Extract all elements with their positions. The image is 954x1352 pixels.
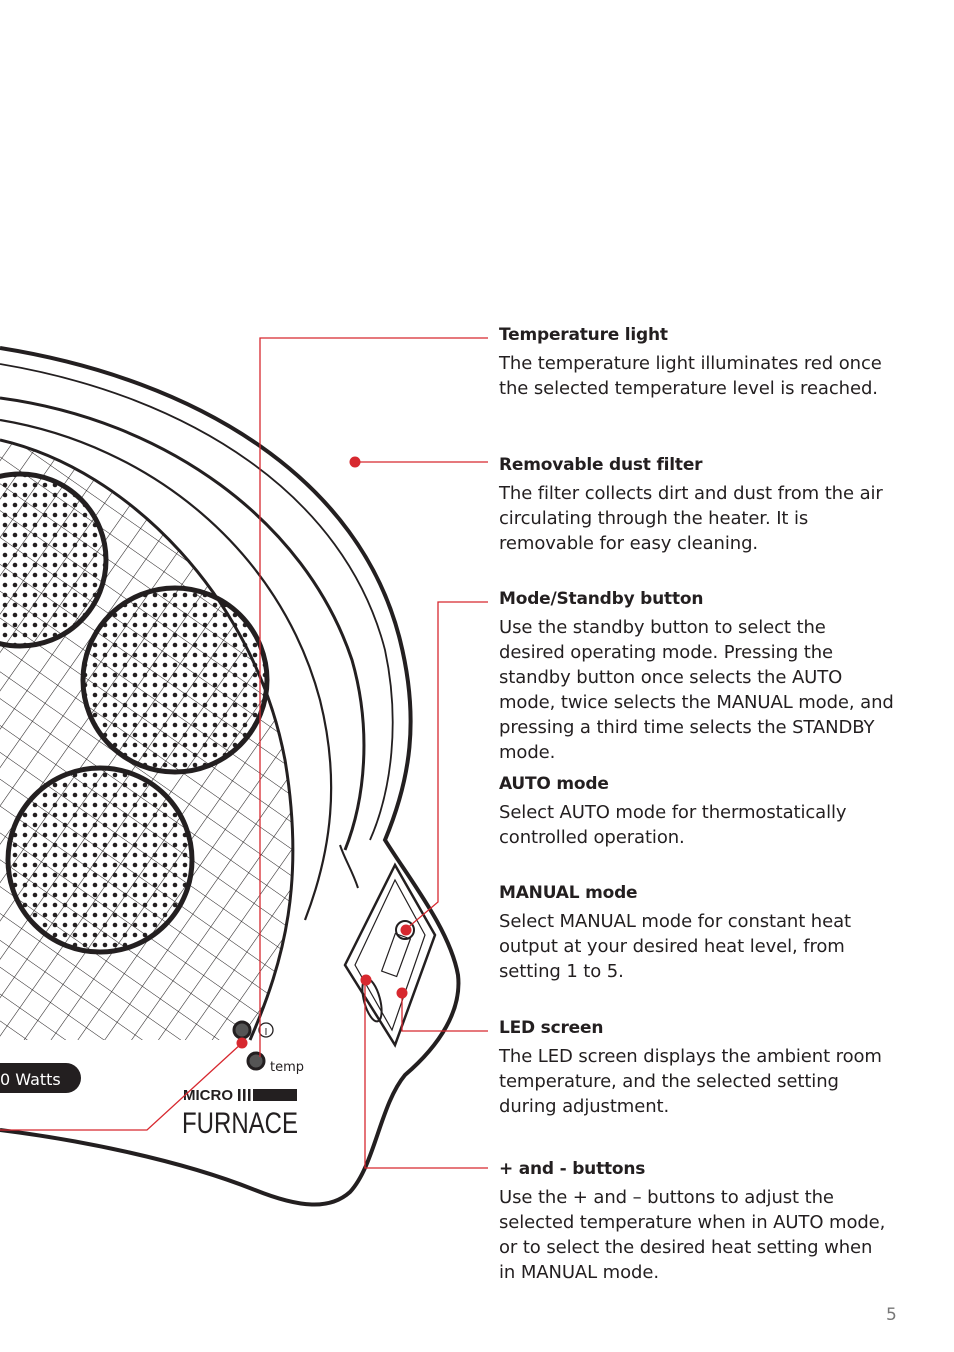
section-removable-dust-filter: Removable dust filter The filter collect…	[499, 455, 899, 556]
led-screen	[380, 932, 412, 978]
section-body: The temperature light illuminates red on…	[499, 353, 882, 399]
section-title: LED screen	[499, 1018, 604, 1038]
callouts	[0, 337, 488, 1169]
section-body: The filter collects dirt and dust from t…	[499, 483, 883, 554]
brand-line-2: FURNACE	[182, 1107, 298, 1140]
power-light	[232, 1020, 252, 1040]
callout-led-screen	[401, 993, 488, 1032]
section-body: Select AUTO mode for thermostatically co…	[499, 802, 847, 848]
section-body: The LED screen displays the ambient room…	[499, 1046, 882, 1117]
section-title: Mode/Standby button	[499, 589, 704, 609]
section-plus-minus-buttons: + and - buttons Use the + and – buttons …	[499, 1159, 894, 1285]
section-body: Select MANUAL mode for constant heat out…	[499, 911, 851, 982]
brand-logo: MICRO FURNACE	[182, 1087, 298, 1140]
temp-label: temp	[270, 1060, 304, 1075]
section-body: Use the + and – buttons to adjust the se…	[499, 1187, 886, 1283]
section-auto-mode: AUTO mode Select AUTO mode for thermosta…	[499, 774, 859, 850]
section-title: Temperature light	[499, 325, 668, 345]
section-title: MANUAL mode	[499, 883, 638, 903]
power-symbol: I	[265, 1027, 268, 1038]
section-title: AUTO mode	[499, 774, 609, 794]
power-symbol-icon	[258, 1022, 274, 1038]
fan-disc-1	[0, 471, 109, 649]
indicators: I temp	[232, 1020, 304, 1075]
callout-temperature-light	[259, 337, 488, 1057]
fan-disc-2	[80, 585, 270, 775]
section-led-screen: LED screen The LED screen displays the a…	[499, 1018, 899, 1119]
grill	[0, 438, 295, 1041]
wattage-badge: 0 Watts	[0, 1063, 81, 1093]
section-mode-standby-button: Mode/Standby button Use the standby butt…	[499, 589, 894, 765]
fan-disc-3	[5, 765, 195, 955]
section-manual-mode: MANUAL mode Select MANUAL mode for const…	[499, 883, 874, 984]
callout-plus-minus	[364, 980, 488, 1169]
callout-power-light	[0, 1042, 243, 1131]
section-body: Use the standby button to select the des…	[499, 617, 894, 763]
temperature-light	[246, 1051, 266, 1071]
section-temperature-light: Temperature light The temperature light …	[499, 325, 899, 401]
callout-mode-button	[404, 601, 488, 931]
section-title: Removable dust filter	[499, 455, 703, 475]
page-number: 5	[886, 1305, 897, 1325]
mode-standby-button[interactable]	[395, 920, 415, 940]
brand-line-1: MICRO	[183, 1087, 233, 1104]
wattage-label: 0 Watts	[0, 1070, 61, 1089]
callout-dots	[236, 456, 412, 1049]
heater-body	[0, 346, 461, 1207]
section-title: + and - buttons	[499, 1159, 646, 1179]
